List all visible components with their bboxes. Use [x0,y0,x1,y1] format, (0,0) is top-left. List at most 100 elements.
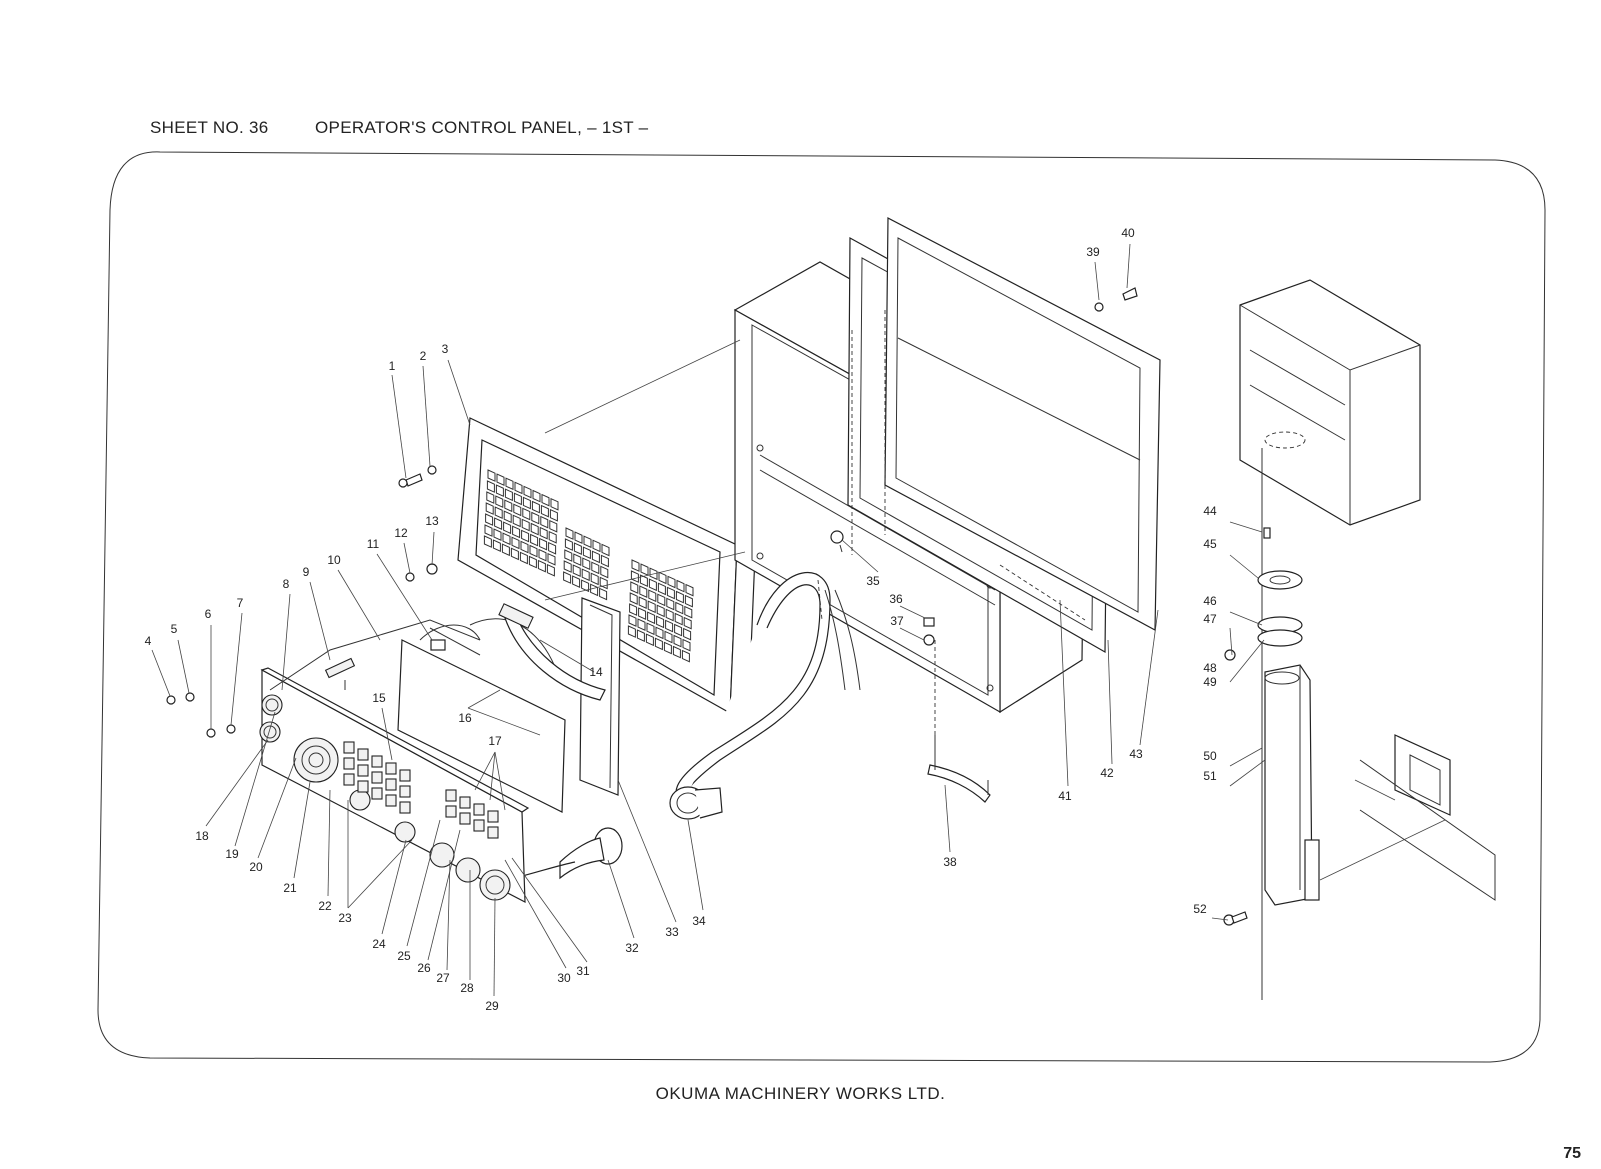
keyboard-key [492,539,501,553]
leader-line [1107,639,1113,765]
leader-line [427,829,461,961]
callout-13: 13 [425,514,439,528]
panel-switch [343,741,355,754]
keyboard-key [665,608,674,622]
panel-switch [399,769,411,782]
callout-35: 35 [866,574,880,588]
callout-16: 16 [458,711,472,725]
keyboard-key [573,542,582,556]
leader-line [446,859,451,971]
panel-switch [357,780,369,793]
panel-switch [371,771,383,784]
keyboard-key [665,619,674,633]
leader-line [230,612,243,726]
keyboard-key [563,571,572,584]
leader-line [539,639,595,673]
keyboard-key [495,484,504,498]
leader-line [899,627,925,641]
keyboard-key [521,529,530,543]
keyboard-key [530,522,539,536]
panel-switch [385,778,397,791]
leader-line [447,359,471,426]
callout-8: 8 [283,577,290,591]
keyboard-key [504,499,513,513]
keyboard-key [684,605,693,619]
leader-line [1229,611,1263,626]
keyboard-key [501,543,510,557]
keyboard-key [522,507,531,521]
keyboard-key [539,526,548,540]
keyboard-key [664,630,673,644]
keyboard-key [522,496,531,510]
keyboard-key [674,623,683,637]
keyboard-key [512,525,521,539]
keyboard-key [639,574,648,588]
keyboard-key [549,508,558,522]
leader-line [467,689,501,709]
leader-line [1211,917,1229,921]
panel-switch [445,789,457,802]
keyboard-key [592,539,601,553]
keyboard-key [548,541,557,555]
keyboard-key [630,570,639,583]
operator-face-plate [259,619,530,904]
keyboard-key [647,600,656,614]
keyboard-key [646,622,655,636]
keyboard-key [505,477,514,491]
keyboard-key [648,578,657,592]
callout-43: 43 [1129,747,1143,761]
callout-25: 25 [397,949,411,963]
leader-line [337,569,381,641]
panel-switch [385,794,397,807]
leader-line [1126,243,1131,289]
keyboard-key [684,594,693,608]
callout-6: 6 [205,607,212,621]
leader-line [1229,554,1259,579]
keyboard-key [638,607,647,621]
leader-line [293,781,311,879]
leader-line [151,649,171,697]
keyboard-key [600,554,609,568]
leader-line [381,707,393,761]
keyboard-key [548,530,557,544]
keyboard-key [638,596,647,610]
leader-line [489,751,496,801]
keyboard-key [637,618,646,632]
callout-26: 26 [417,961,431,975]
keyboard-panel [457,417,756,723]
cable-connector-32 [559,827,623,880]
keyboard-key [487,469,496,482]
keyboard-key [510,547,519,561]
keyboard-key [591,550,600,564]
callout-31: 31 [576,964,590,978]
keyboard-key [600,565,609,579]
callout-32: 32 [625,941,639,955]
leader-line [381,839,407,935]
keyboard-key [494,517,503,531]
keyboard-key [656,604,665,618]
keyboard-key [539,537,548,551]
keyboard-key [627,625,636,638]
keyboard-key [657,593,666,607]
panel-switch [459,812,471,825]
callout-33: 33 [665,925,679,939]
leader-line [1059,599,1069,787]
keyboard-key [654,637,663,651]
keyboard-key [531,511,540,525]
keyboard-key [649,567,658,581]
callout-3: 3 [442,342,449,356]
keyboard-key [628,614,637,627]
leader-line [467,707,541,736]
callout-24: 24 [372,937,386,951]
keyboard-key [513,503,522,517]
leader-line [257,757,297,859]
leader-line [617,779,677,923]
leader-line [493,897,496,997]
keyboard-key [672,645,681,659]
callout-9: 9 [303,565,310,579]
panel-switch [357,764,369,777]
panel-switch [371,755,383,768]
leader-line [1229,759,1266,787]
